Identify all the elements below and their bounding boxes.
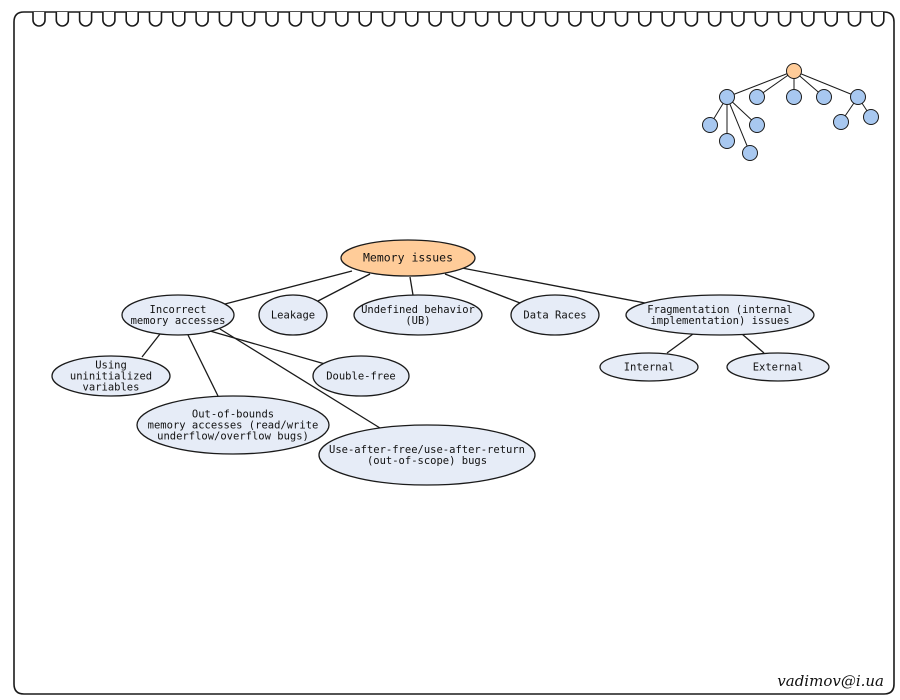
- node-shape: [726, 352, 830, 382]
- spiral-ring: [474, 12, 489, 27]
- node-shape: [51, 355, 171, 397]
- spiral-ring: [638, 12, 652, 27]
- spiral-ring: [125, 12, 139, 27]
- node-label: Use-after-free/use-after-return: [329, 444, 525, 456]
- node-double-free: Double-free: [312, 355, 410, 397]
- spiral-ring: [195, 12, 209, 27]
- spiral-ring: [32, 12, 46, 27]
- node-label: Memory issues: [363, 251, 453, 265]
- spiral-ring: [405, 12, 419, 27]
- node-internal: Internal: [599, 352, 699, 382]
- notebook-page: [13, 11, 895, 695]
- spiral-ring: [335, 12, 349, 27]
- node-shape: [121, 294, 235, 336]
- spiral-ring: [568, 12, 582, 27]
- node-label: memory accesses (read/write: [148, 420, 319, 432]
- node-use-after-free: Use-after-free/use-after-return(out-of-s…: [318, 424, 536, 486]
- spiral-ring: [731, 12, 745, 27]
- spiral-ring: [871, 12, 885, 27]
- node-label: underflow/overflow bugs): [157, 431, 309, 443]
- node-label: Internal: [624, 362, 675, 374]
- edge-fragmentation-to-internal: [666, 333, 694, 354]
- edge-incorrect-memory-accesses-to-double-free: [209, 330, 326, 365]
- node-label: External: [753, 362, 804, 374]
- node-label: uninitialized: [70, 371, 152, 383]
- spiral-ring: [544, 12, 559, 27]
- spiral-ring: [55, 12, 70, 27]
- node-label: Using: [95, 360, 127, 372]
- node-label: Fragmentation (internal: [647, 304, 792, 316]
- spiral-ring: [777, 12, 792, 27]
- node-shape: [258, 294, 328, 336]
- node-label: memory accesses: [131, 315, 226, 327]
- node-shape: [353, 294, 483, 336]
- spiral-ring: [801, 12, 815, 27]
- spiral-ring: [288, 12, 303, 27]
- spiral-ring: [847, 12, 862, 27]
- spiral-ring: [102, 12, 116, 27]
- tree-icon: [702, 63, 879, 161]
- node-shape: [318, 424, 536, 486]
- spiral-ring: [218, 12, 233, 27]
- edge-incorrect-memory-accesses-to-use-after-free: [219, 328, 381, 429]
- node-undefined-behavior: Undefined behavior(UB): [353, 294, 483, 336]
- node-label: variables: [83, 382, 140, 394]
- spiral-ring: [824, 12, 838, 27]
- spiral-ring: [265, 12, 279, 27]
- node-shape: [599, 352, 699, 382]
- node-label: Double-free: [326, 371, 396, 383]
- spiral-ring: [381, 12, 396, 27]
- edge-memory-issues-to-incorrect-memory-accesses: [224, 270, 353, 305]
- node-label: Data Races: [523, 310, 586, 322]
- spiral-ring: [428, 12, 442, 27]
- spiral-ring: [358, 12, 372, 27]
- spiral-ring: [148, 12, 163, 27]
- node-label: implementation) issues: [650, 315, 789, 327]
- node-shape: [340, 239, 476, 277]
- node-shape: [136, 395, 330, 455]
- spiral-ring: [498, 12, 512, 27]
- spiral-ring: [754, 12, 769, 27]
- node-shape: [510, 294, 600, 336]
- node-label: (out-of-scope) bugs: [367, 455, 487, 467]
- edge-memory-issues-to-undefined-behavior: [409, 276, 414, 296]
- node-label: Undefined behavior: [361, 304, 475, 316]
- node-label: (UB): [405, 315, 430, 327]
- node-label: Incorrect: [150, 304, 207, 316]
- node-data-races: Data Races: [510, 294, 600, 336]
- edge-incorrect-memory-accesses-to-out-of-bounds: [187, 334, 219, 397]
- spiral-ring: [707, 12, 722, 27]
- node-label: Leakage: [271, 310, 315, 322]
- node-label: Out-of-bounds: [192, 409, 274, 421]
- node-memory-issues: Memory issues: [340, 239, 476, 277]
- node-external: External: [726, 352, 830, 382]
- node-leakage: Leakage: [258, 294, 328, 336]
- edge-memory-issues-to-data-races: [444, 273, 521, 304]
- spiral-ring: [591, 12, 605, 27]
- diagram-edges: [141, 267, 765, 429]
- spiral-ring: [684, 12, 699, 27]
- spiral-binding: [32, 12, 885, 27]
- spiral-ring: [172, 12, 186, 27]
- edge-memory-issues-to-leakage: [317, 273, 371, 302]
- edge-memory-issues-to-fragmentation: [461, 267, 646, 304]
- spiral-ring: [311, 12, 326, 27]
- node-shape: [312, 355, 410, 397]
- author-credit: vadimov@i.ua: [777, 672, 884, 690]
- spiral-ring: [614, 12, 629, 27]
- spiral-ring: [241, 12, 256, 27]
- node-shape: [625, 294, 815, 336]
- spiral-ring: [78, 12, 93, 27]
- spiral-ring: [661, 12, 675, 27]
- spiral-ring: [521, 12, 536, 27]
- edge-incorrect-memory-accesses-to-using-uninitialized-variables: [141, 333, 161, 358]
- edge-fragmentation-to-external: [741, 333, 765, 354]
- spiral-ring: [451, 12, 466, 27]
